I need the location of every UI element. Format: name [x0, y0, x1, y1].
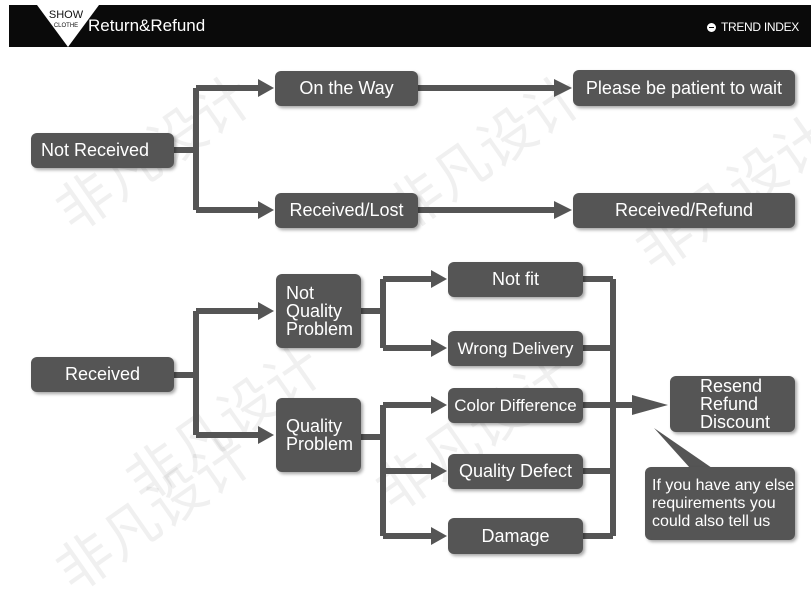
header-bar: SHOW CLOTHE Return&Refund TREND INDEX	[9, 5, 811, 47]
node-resend-refund-discount: Resend Refund Discount	[670, 376, 795, 432]
node-not-quality-problem: Not Quality Problem	[276, 274, 361, 348]
node-received-refund: Received/Refund	[573, 193, 795, 228]
node-please-wait: Please be patient to wait	[573, 70, 795, 106]
logo-subtext: CLOTHE	[53, 23, 79, 29]
node-quality-defect: Quality Defect	[448, 454, 583, 489]
node-wrong-delivery: Wrong Delivery	[448, 331, 583, 366]
node-not-fit: Not fit	[448, 262, 583, 297]
node-on-the-way: On the Way	[275, 71, 418, 106]
page-title: Return&Refund	[88, 16, 206, 35]
node-received-lost: Received/Lost	[275, 193, 418, 228]
node-not-received: Not Received	[31, 133, 174, 168]
node-received: Received	[31, 357, 174, 392]
callout-note: If you have any else requirements you co…	[645, 467, 795, 540]
node-quality-problem: Quality Problem	[276, 398, 361, 472]
brand-label: TREND INDEX	[706, 20, 799, 34]
node-damage: Damage	[448, 518, 583, 554]
logo-triangle-icon	[37, 5, 99, 47]
brand-text: TREND INDEX	[720, 20, 799, 34]
logo-text: SHOW	[48, 9, 84, 21]
brand-icon	[706, 23, 716, 32]
node-color-difference: Color Difference	[448, 388, 583, 423]
